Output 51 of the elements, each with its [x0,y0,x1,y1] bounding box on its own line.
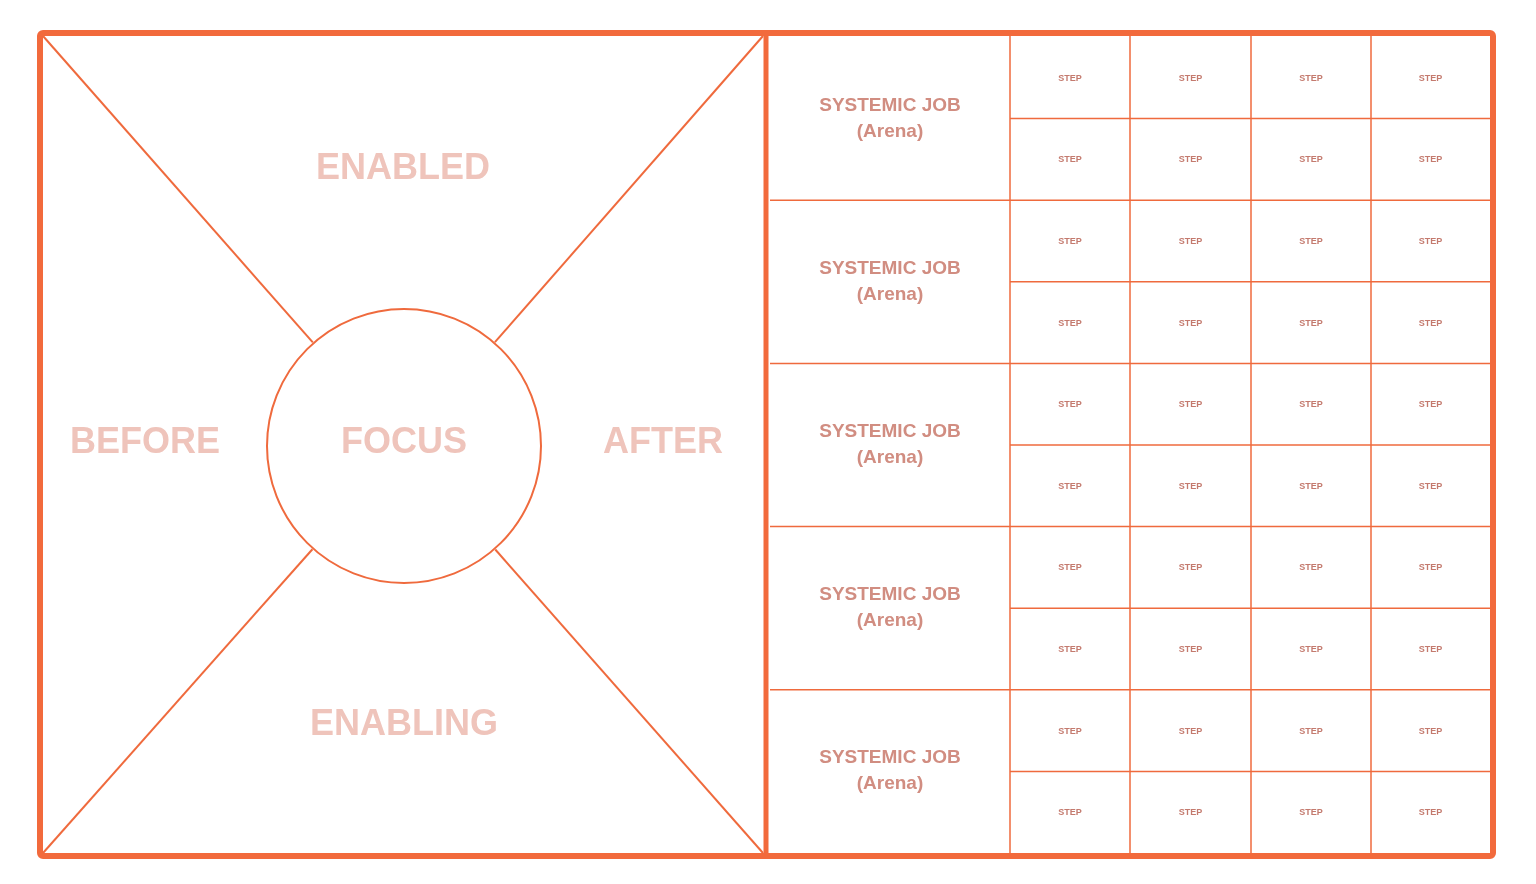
step-label: STEP [1058,562,1082,573]
step-label: STEP [1418,644,1443,654]
step-label: STEP [1178,725,1203,736]
step-label: STEP [1418,317,1443,328]
step-label: STEP [1178,480,1203,491]
step-label: STEP [1418,236,1443,246]
step-label: STEP [1178,807,1203,818]
step-label: STEP [1058,154,1082,165]
step-label: STEP [1418,725,1443,736]
step-label: STEP [1178,562,1203,573]
step-label: STEP [1299,480,1323,491]
step-label: STEP [1058,644,1082,654]
step-label: STEP [1178,72,1203,83]
row-heading: SYSTEMIC JOB (Arena) [818,255,962,306]
region-label: ENABLING [310,702,498,744]
step-label: STEP [1418,72,1443,83]
step-label: STEP [1058,236,1082,246]
step-label: STEP [1058,72,1082,83]
step-label: STEP [1418,399,1443,410]
step-label: STEP [1058,399,1082,410]
step-label: STEP [1418,807,1443,818]
row-heading: SYSTEMIC JOB (Arena) [818,582,962,633]
step-label: STEP [1178,399,1203,410]
region-label: BEFORE [70,420,220,462]
step-label: STEP [1299,807,1323,818]
step-label: STEP [1299,562,1323,573]
step-label: STEP [1299,644,1323,654]
step-label: STEP [1418,480,1443,491]
step-label: STEP [1178,236,1203,246]
step-label: STEP [1058,480,1082,491]
node-label: FOCUS [341,420,467,462]
region-label: ENABLED [316,146,490,188]
step-label: STEP [1299,317,1323,328]
step-label: STEP [1058,317,1082,328]
step-label: STEP [1058,807,1082,818]
step-label: STEP [1178,317,1203,328]
row-heading: SYSTEMIC JOB (Arena) [818,92,962,143]
step-label: STEP [1299,154,1323,165]
step-label: STEP [1299,725,1323,736]
step-label: STEP [1299,399,1323,410]
step-label: STEP [1418,562,1443,573]
step-label: STEP [1418,154,1443,165]
step-label: STEP [1299,72,1323,83]
focus-circle [266,308,542,584]
step-label: STEP [1299,236,1323,246]
step-label: STEP [1178,644,1203,654]
row-heading: SYSTEMIC JOB (Arena) [818,419,962,469]
row-heading: SYSTEMIC JOB (Arena) [818,745,962,796]
step-label: STEP [1178,154,1203,165]
region-label: AFTER [603,420,723,462]
step-label: STEP [1058,725,1082,736]
